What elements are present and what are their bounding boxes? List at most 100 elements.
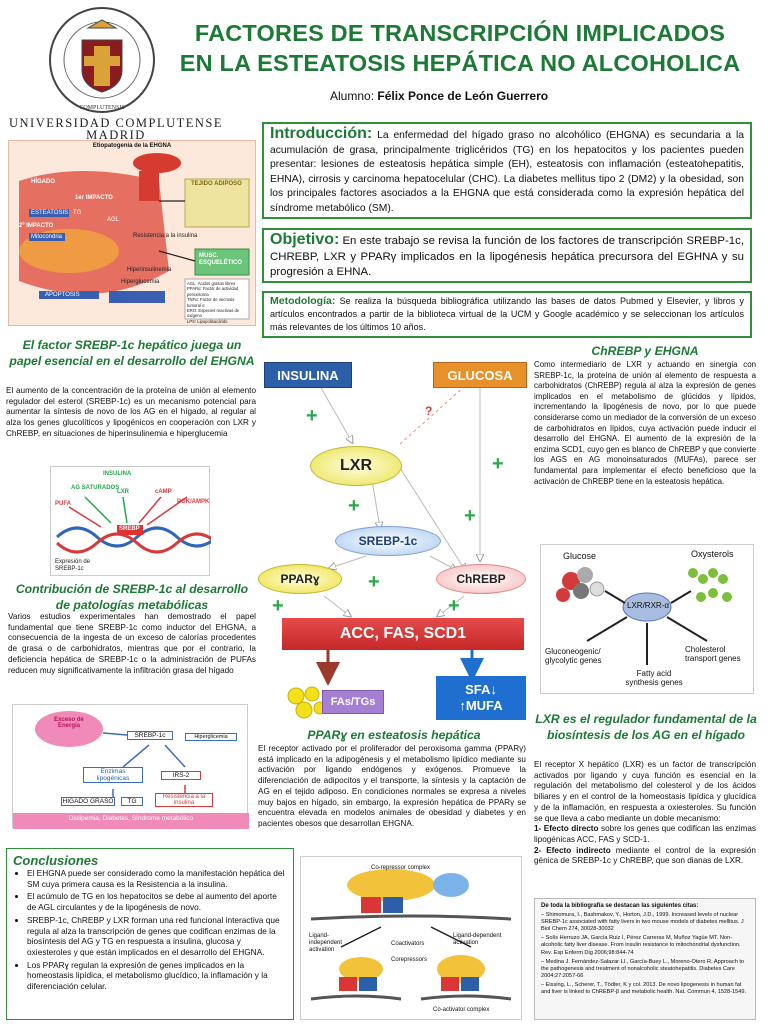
references-heading: De toda la bibliografía se destacan las … (541, 903, 699, 909)
plus-icon: + (272, 595, 284, 617)
etiopat-legend-item: AGL: Ácidos grasos libres (187, 281, 236, 286)
lxr-point-2-text: mediante el control de la expresión géni… (534, 845, 756, 866)
contrib-cloud: Exceso de Energía (54, 717, 84, 729)
sfa-line: SFA↓ (465, 682, 497, 698)
etiopathogenesis-figure: Etiopatogenia de la EHGNA HÍGADO 1er IMP… (8, 140, 256, 326)
reference-item: – Eissing, L., Scherer, T., Tödter, K y … (541, 981, 747, 996)
contribution-text: Varios estudios experimentales han demos… (8, 612, 256, 675)
plus-icon: + (348, 495, 360, 517)
srebp-fig-insulin: INSULINA (103, 471, 132, 477)
etiopat-label-liver: HÍGADO (31, 179, 55, 185)
ppar-fig-coactivator: Co-activator complex (433, 1007, 490, 1013)
conclusion-item: Los PPARɣ regulan la expresión de genes … (27, 960, 287, 992)
poster-title: FACTORES DE TRANSCRIPCIÓN IMPLICADOS EN … (160, 18, 760, 78)
contrib-enzymes: Enzimas lipogénicas (83, 767, 143, 783)
lxr-fig-glucose: Glucose (563, 551, 597, 561)
contribution-graphic (13, 711, 249, 829)
chrebp-text: Como intermediario de LXR y actuando en … (534, 360, 756, 486)
srebp-fig-srebp: SREBP (119, 526, 140, 532)
etiopat-label-impact2: 2º IMPACTO (19, 223, 54, 229)
etiopat-label-apoptosis: APOPTOSIS (45, 292, 80, 298)
lxr-fig-bottom: Fatty acid synthesis genes (625, 669, 683, 687)
ppar-heading: PPARɣ en esteatosis hepática (307, 728, 481, 742)
ppar-fig-lig-dep: Ligand-dependent activation (453, 933, 502, 946)
etiopathogenesis-graphic (19, 153, 250, 320)
lxr-oval: LXR (310, 446, 402, 486)
etiopat-label-hyperinsulin: Hiperinsulinemia (127, 267, 172, 273)
srebp-fig-expression: Expresión de SREBP-1c (55, 559, 91, 572)
contrib-irs: IRS-2 (161, 771, 201, 780)
question-mark: ? (425, 404, 433, 418)
srebp-oval: SREBP-1c (335, 526, 441, 556)
srebp-fig-lxr: LXR (117, 489, 129, 495)
plus-icon: + (448, 595, 460, 617)
plus-icon: + (306, 405, 318, 427)
introduction-heading: Introducción: (270, 125, 373, 142)
contrib-hyper: Hiperglicemia (185, 733, 237, 741)
contrib-fatty-liver: HIGADO GRASO (61, 797, 115, 806)
introduction-box: Introducción: La enfermedad del hígado g… (262, 122, 752, 219)
glucosa-box: GLUCOSA (433, 362, 527, 388)
srebp-text: El aumento de la concentración de la pro… (6, 386, 256, 438)
sfa-label: SFA (465, 682, 491, 697)
conclusions-list: El EHGNA puede ser considerado como la m… (13, 868, 287, 992)
mufa-label: MUFA (465, 698, 503, 713)
etiopat-label-resistance: Resistencia a la insulina (133, 233, 198, 239)
reference-text: Eissing, L., Scherer, T., Tödter, K y co… (541, 981, 747, 996)
methodology-heading: Metodología: (270, 295, 336, 307)
conclusions-heading: Conclusiones (13, 853, 99, 868)
etiopat-legend-item: TNFα: Factor de necrosis tumoral α (187, 297, 235, 308)
contrib-srebp: SREBP-1c (127, 731, 173, 740)
contrib-tg: TG (121, 797, 143, 806)
methodology-box: Metodología: Se realiza la búsqueda bibl… (262, 291, 752, 338)
lxr-fig-center: LXR/RXR-α (627, 601, 669, 610)
reference-text: Medina J. Fernández-Salazar LI., García-… (541, 958, 745, 979)
central-diagram-arrows (316, 384, 484, 686)
ppar-oval: PPARɣ (258, 564, 342, 594)
reference-text: Solís Herruzo JA, García Ruiz I, Pérez C… (541, 935, 741, 956)
conclusions-box: Conclusiones El EHGNA puede ser consider… (6, 848, 294, 1020)
srebp-heading: El factor SREBP-1c hepático juega un pap… (9, 338, 255, 368)
etiopat-label-steatosis: ESTEATOSIS (31, 210, 69, 216)
reference-item: – Medina J. Fernández-Salazar LI., Garcí… (541, 958, 745, 979)
srebp-fig-sfa: AG SATURADOS (71, 485, 120, 491)
plus-icon: + (464, 505, 476, 527)
lxr-point-2-label: 2- Efecto indirecto (534, 845, 611, 855)
srebp-fig-ampk: PGK/AMPK (177, 499, 210, 505)
lxr-fig-oxysterols: Oxysterols (691, 549, 734, 559)
reference-text: Shimomura, I., Bashmakov, Y., Horton, J.… (541, 912, 744, 933)
enzymes-box: ACC, FAS, SCD1 (282, 618, 524, 650)
fas-tgs-group: FAs/TGs (286, 684, 388, 722)
author-line: Alumno: Félix Ponce de León Guerrero (330, 89, 750, 103)
svg-text:COMPLUTENSIS: COMPLUTENSIS (79, 105, 124, 111)
lxr-point-1-label: 1- Efecto directo (534, 824, 599, 834)
objective-heading: Objetivo: (270, 231, 340, 248)
lxr-figure: Glucose Oxysterols LXR/RXR-α Gluconeogen… (540, 544, 754, 694)
etiopat-label-muscle: MUSC. ESQUELÉTICO (199, 253, 243, 266)
author-label: Alumno: (330, 89, 375, 103)
srebp-figure: INSULINA AG SATURADOS LXR PUFA cAMP PGK/… (50, 466, 219, 576)
etiopat-label-mitochondria: Mitocondria (31, 234, 63, 240)
ppar-fig-corepressors: Corepressors (391, 957, 428, 963)
introduction-text: La enfermedad del hígado graso no alcohó… (270, 130, 744, 214)
lxr-point-2: 2- Efecto indirecto mediante el control … (534, 846, 756, 867)
university-seal: COMPLUTENSIS (48, 6, 156, 114)
fas-tgs-box: FAs/TGs (322, 690, 384, 714)
ppar-fig-coactivators: Coactivators (391, 941, 425, 947)
university-name: UNIVERSIDAD COMPLUTENSE MADRID (6, 117, 226, 142)
conclusion-item: SREBP-1c, ChREBP y LXR forman una red fu… (27, 915, 287, 958)
srebp-graphic (55, 496, 219, 554)
chrebp-oval: ChREBP (436, 564, 526, 594)
lxr-point-1-text: sobre los genes que codifican las enzima… (534, 824, 756, 844)
lxr-point-1: 1- Efecto directo sobre los genes que co… (534, 824, 756, 845)
lxr-text-body: El receptor X hepático (LXR) es un facto… (534, 760, 756, 823)
references-list: – Shimomura, I., Bashmakov, Y., Horton, … (541, 912, 749, 996)
etiopat-label-agl: AGL (107, 217, 120, 223)
lxr-text: El receptor X hepático (LXR) es un facto… (534, 760, 756, 867)
srebp-fig-pufa: PUFA (55, 501, 72, 507)
etiopat-label-hyperglyc: Hiperglucemia (121, 279, 160, 285)
university-line-2: MADRID (86, 128, 146, 142)
lxr-fig-left: Gluconeogenic/ glycolytic genes (545, 647, 602, 665)
etiopathogenesis-title: Etiopatogenia de la EHGNA (92, 143, 172, 149)
methodology-text: Se realiza la búsqueda bibliográfica uti… (270, 296, 744, 333)
